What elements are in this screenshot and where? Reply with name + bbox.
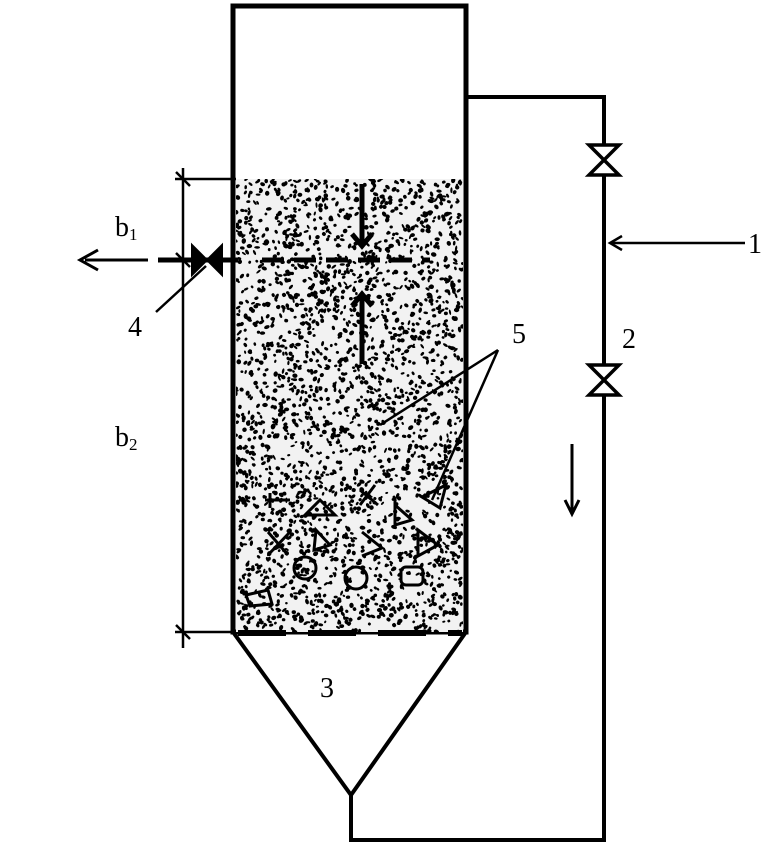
valve-icon[interactable] xyxy=(584,143,624,177)
label-5: 5 xyxy=(512,319,526,350)
label-4: 4 xyxy=(128,312,142,343)
media-bed xyxy=(236,179,463,632)
conical-bottom xyxy=(231,630,468,799)
recirculation-pipe xyxy=(349,95,606,842)
arrow-icon xyxy=(607,234,745,252)
dimension-line xyxy=(175,168,236,648)
label-b1: b1 xyxy=(115,212,138,244)
leader-line-5a xyxy=(379,348,499,427)
label-1: 1 xyxy=(748,229,762,260)
arrow-icon xyxy=(563,444,581,518)
leader-line-4 xyxy=(155,265,207,313)
arrow-icon xyxy=(76,248,148,272)
label-b2: b2 xyxy=(115,422,138,454)
label-3: 3 xyxy=(320,673,334,704)
distributor xyxy=(262,184,430,364)
leader-line-5b xyxy=(430,349,500,501)
carrier-particle-icon xyxy=(244,482,449,608)
valve-icon[interactable] xyxy=(191,242,223,278)
label-2: 2 xyxy=(622,324,636,355)
valve-icon[interactable] xyxy=(584,363,624,397)
